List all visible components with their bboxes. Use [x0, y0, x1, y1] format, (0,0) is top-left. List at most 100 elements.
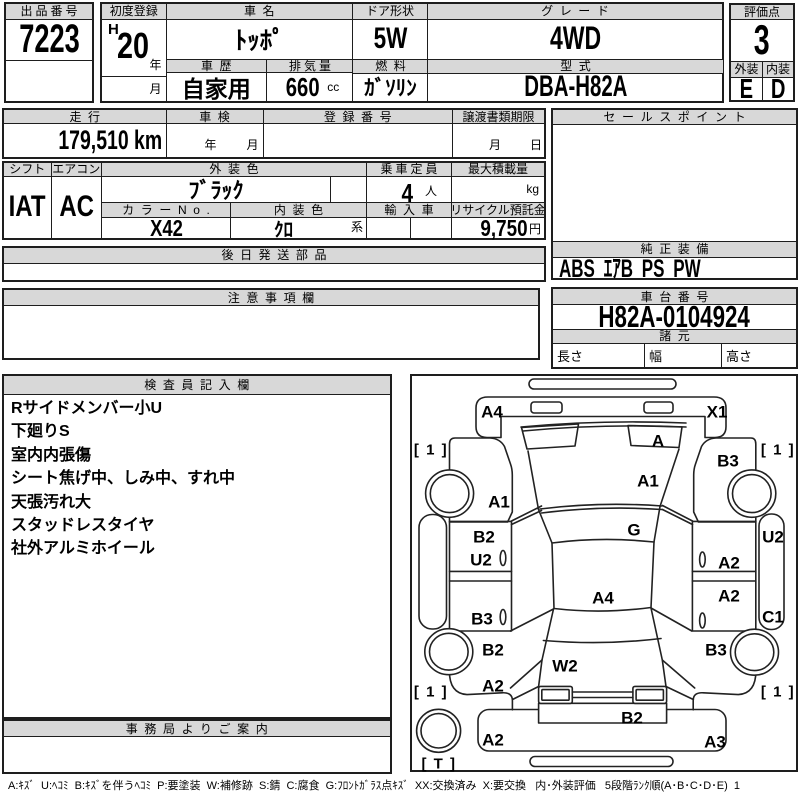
- door-handle-4: [698, 612, 707, 629]
- damage-marker: B2: [473, 527, 495, 547]
- import-car-cell-1: [366, 218, 410, 238]
- damage-marker: [ T ]: [421, 755, 457, 773]
- vehicle-header-box: 初度登録 H 20 年 月 車名 ﾄｯﾎﾟ 車歴 排気量 自家用 660 cc: [100, 2, 724, 103]
- max-load-label: 最大積載量: [451, 163, 544, 177]
- interior-color-value: ｸﾛ 系: [230, 218, 366, 241]
- front-fender-left: [448, 437, 514, 523]
- damage-marker: A2: [482, 676, 504, 696]
- first-registration-value: H 20 年: [102, 19, 166, 77]
- glass-right-edge: [653, 505, 661, 543]
- damage-marker: [ 1 ]: [760, 683, 796, 701]
- fuel-value: ｶﾞｿﾘﾝ: [364, 77, 417, 100]
- grade-column: グレード 4WD 型式 DBA-H82A: [427, 4, 723, 103]
- damage-marker: A3: [704, 732, 726, 752]
- right-door-molding: [691, 570, 757, 582]
- recycle-value: 9,750 円: [451, 215, 544, 241]
- door-handle-1: [499, 549, 507, 567]
- rear-folds: [509, 659, 696, 701]
- quarter-panel-right: [692, 630, 757, 711]
- damage-marker: [ 1 ]: [760, 441, 796, 459]
- registration-value: [262, 124, 453, 157]
- damage-marker: B2: [621, 708, 643, 728]
- mileage-label: 走行: [4, 110, 166, 124]
- model-code-value: DBA-H82A: [523, 70, 628, 103]
- damage-marker: G: [627, 520, 641, 540]
- first-registration-month: 月: [149, 82, 162, 97]
- damage-legend: A:ｷｽﾞ U:ﾍｺﾐ B:ｷｽﾞを伴うﾍｺﾐ P:要塗装 W:補修跡 S:錆 …: [8, 780, 740, 792]
- damage-marker: B3: [471, 609, 493, 629]
- interior-value: D: [762, 73, 793, 104]
- damage-marker: X1: [706, 402, 728, 422]
- reg-year: 20: [117, 24, 150, 66]
- office-notice-label: 事務局よりご案内: [4, 721, 390, 737]
- inspector-notes-label: 検査員記入欄: [4, 376, 390, 395]
- damage-marker: C1: [762, 607, 784, 627]
- interior-label: 内装: [762, 62, 793, 78]
- b-pillar-folds: [509, 607, 693, 632]
- wheel-rear-left: [423, 627, 474, 676]
- roof-outline: [551, 538, 655, 612]
- displacement-value: 660 cc: [266, 72, 353, 102]
- displacement-unit: cc: [327, 80, 340, 94]
- exterior-color-value: ﾌﾞﾗｯｸ: [101, 176, 330, 203]
- mileage-band: 走行 車検 登録番号 譲渡書類期限 179,510 km 年 月 月 日: [2, 108, 546, 159]
- capacity-value: 4 人: [366, 176, 451, 208]
- left-door-molding: [448, 570, 513, 582]
- damage-marker: B3: [717, 451, 739, 471]
- chassis-label: 車台番号: [553, 289, 796, 305]
- caution-value: [4, 305, 538, 358]
- transfer-day-unit: 日: [530, 138, 543, 152]
- year-unit: 年: [149, 57, 162, 72]
- glass-left-edge: [537, 508, 553, 544]
- left-door-panel: [448, 520, 513, 632]
- tail-light-connector: [571, 691, 634, 699]
- mileage-value: 179,510 km: [58, 125, 163, 155]
- front-bumper: [475, 396, 727, 439]
- left-sill: [418, 513, 448, 630]
- tail-light-left: [537, 685, 574, 705]
- inspector-note-line: 社外アルミホイール: [11, 540, 155, 558]
- auction-number-box: 出品番号 7223: [4, 2, 94, 103]
- fuel-label: 燃料: [353, 59, 428, 74]
- door-handle-3: [698, 551, 707, 568]
- spec-width: 幅: [644, 343, 721, 367]
- right-sill: [758, 513, 785, 631]
- import-car-cell-2: [410, 218, 453, 238]
- exterior-color-label: 外装色: [101, 163, 366, 177]
- damage-marker: B3: [705, 640, 727, 660]
- first-registration-label: 初度登録: [102, 4, 166, 20]
- spec-height: 高さ: [721, 343, 796, 367]
- caution-label: 注意事項欄: [4, 290, 538, 306]
- damage-marker: [ 1 ]: [413, 683, 449, 701]
- car-name-value: ﾄｯﾎﾟ: [166, 19, 353, 60]
- exterior-label: 外装: [731, 62, 762, 78]
- transfer-label: 譲渡書類期限: [452, 110, 544, 124]
- inspector-note-line: 天張汚れ大: [11, 493, 92, 511]
- later-parts-value: [4, 263, 544, 281]
- tail-light-left-inner: [541, 688, 570, 702]
- right-door-panel: [691, 520, 757, 632]
- car-name-label: 車名: [166, 4, 352, 20]
- spare-tire: [415, 708, 462, 754]
- front-bumper-slot-left: [530, 401, 563, 414]
- door-shape-column: ドア形状 5W 燃料 ｶﾞｿﾘﾝ: [352, 4, 428, 101]
- damage-marker: A2: [718, 553, 740, 573]
- interior-color-suffix: 系: [350, 220, 363, 234]
- damage-marker: U2: [762, 527, 784, 547]
- inspector-note-line: スタッドレスタイヤ: [11, 516, 155, 534]
- max-load-unit: kg: [526, 182, 539, 196]
- grade-label: グレード: [428, 4, 722, 20]
- inspector-note-line: 室内内張傷: [11, 446, 92, 464]
- history-value: 自家用: [181, 76, 251, 102]
- door-shape-value: 5W: [353, 19, 428, 60]
- damage-marker: [ 1 ]: [413, 441, 449, 459]
- wheel-rear-right: [729, 628, 780, 677]
- interior-color-label: 内装色: [230, 202, 366, 218]
- tail-light-right: [632, 685, 668, 705]
- door-handle-2: [499, 608, 507, 626]
- transfer-month-unit: 月: [489, 138, 502, 152]
- hood-right-edge: [659, 448, 680, 508]
